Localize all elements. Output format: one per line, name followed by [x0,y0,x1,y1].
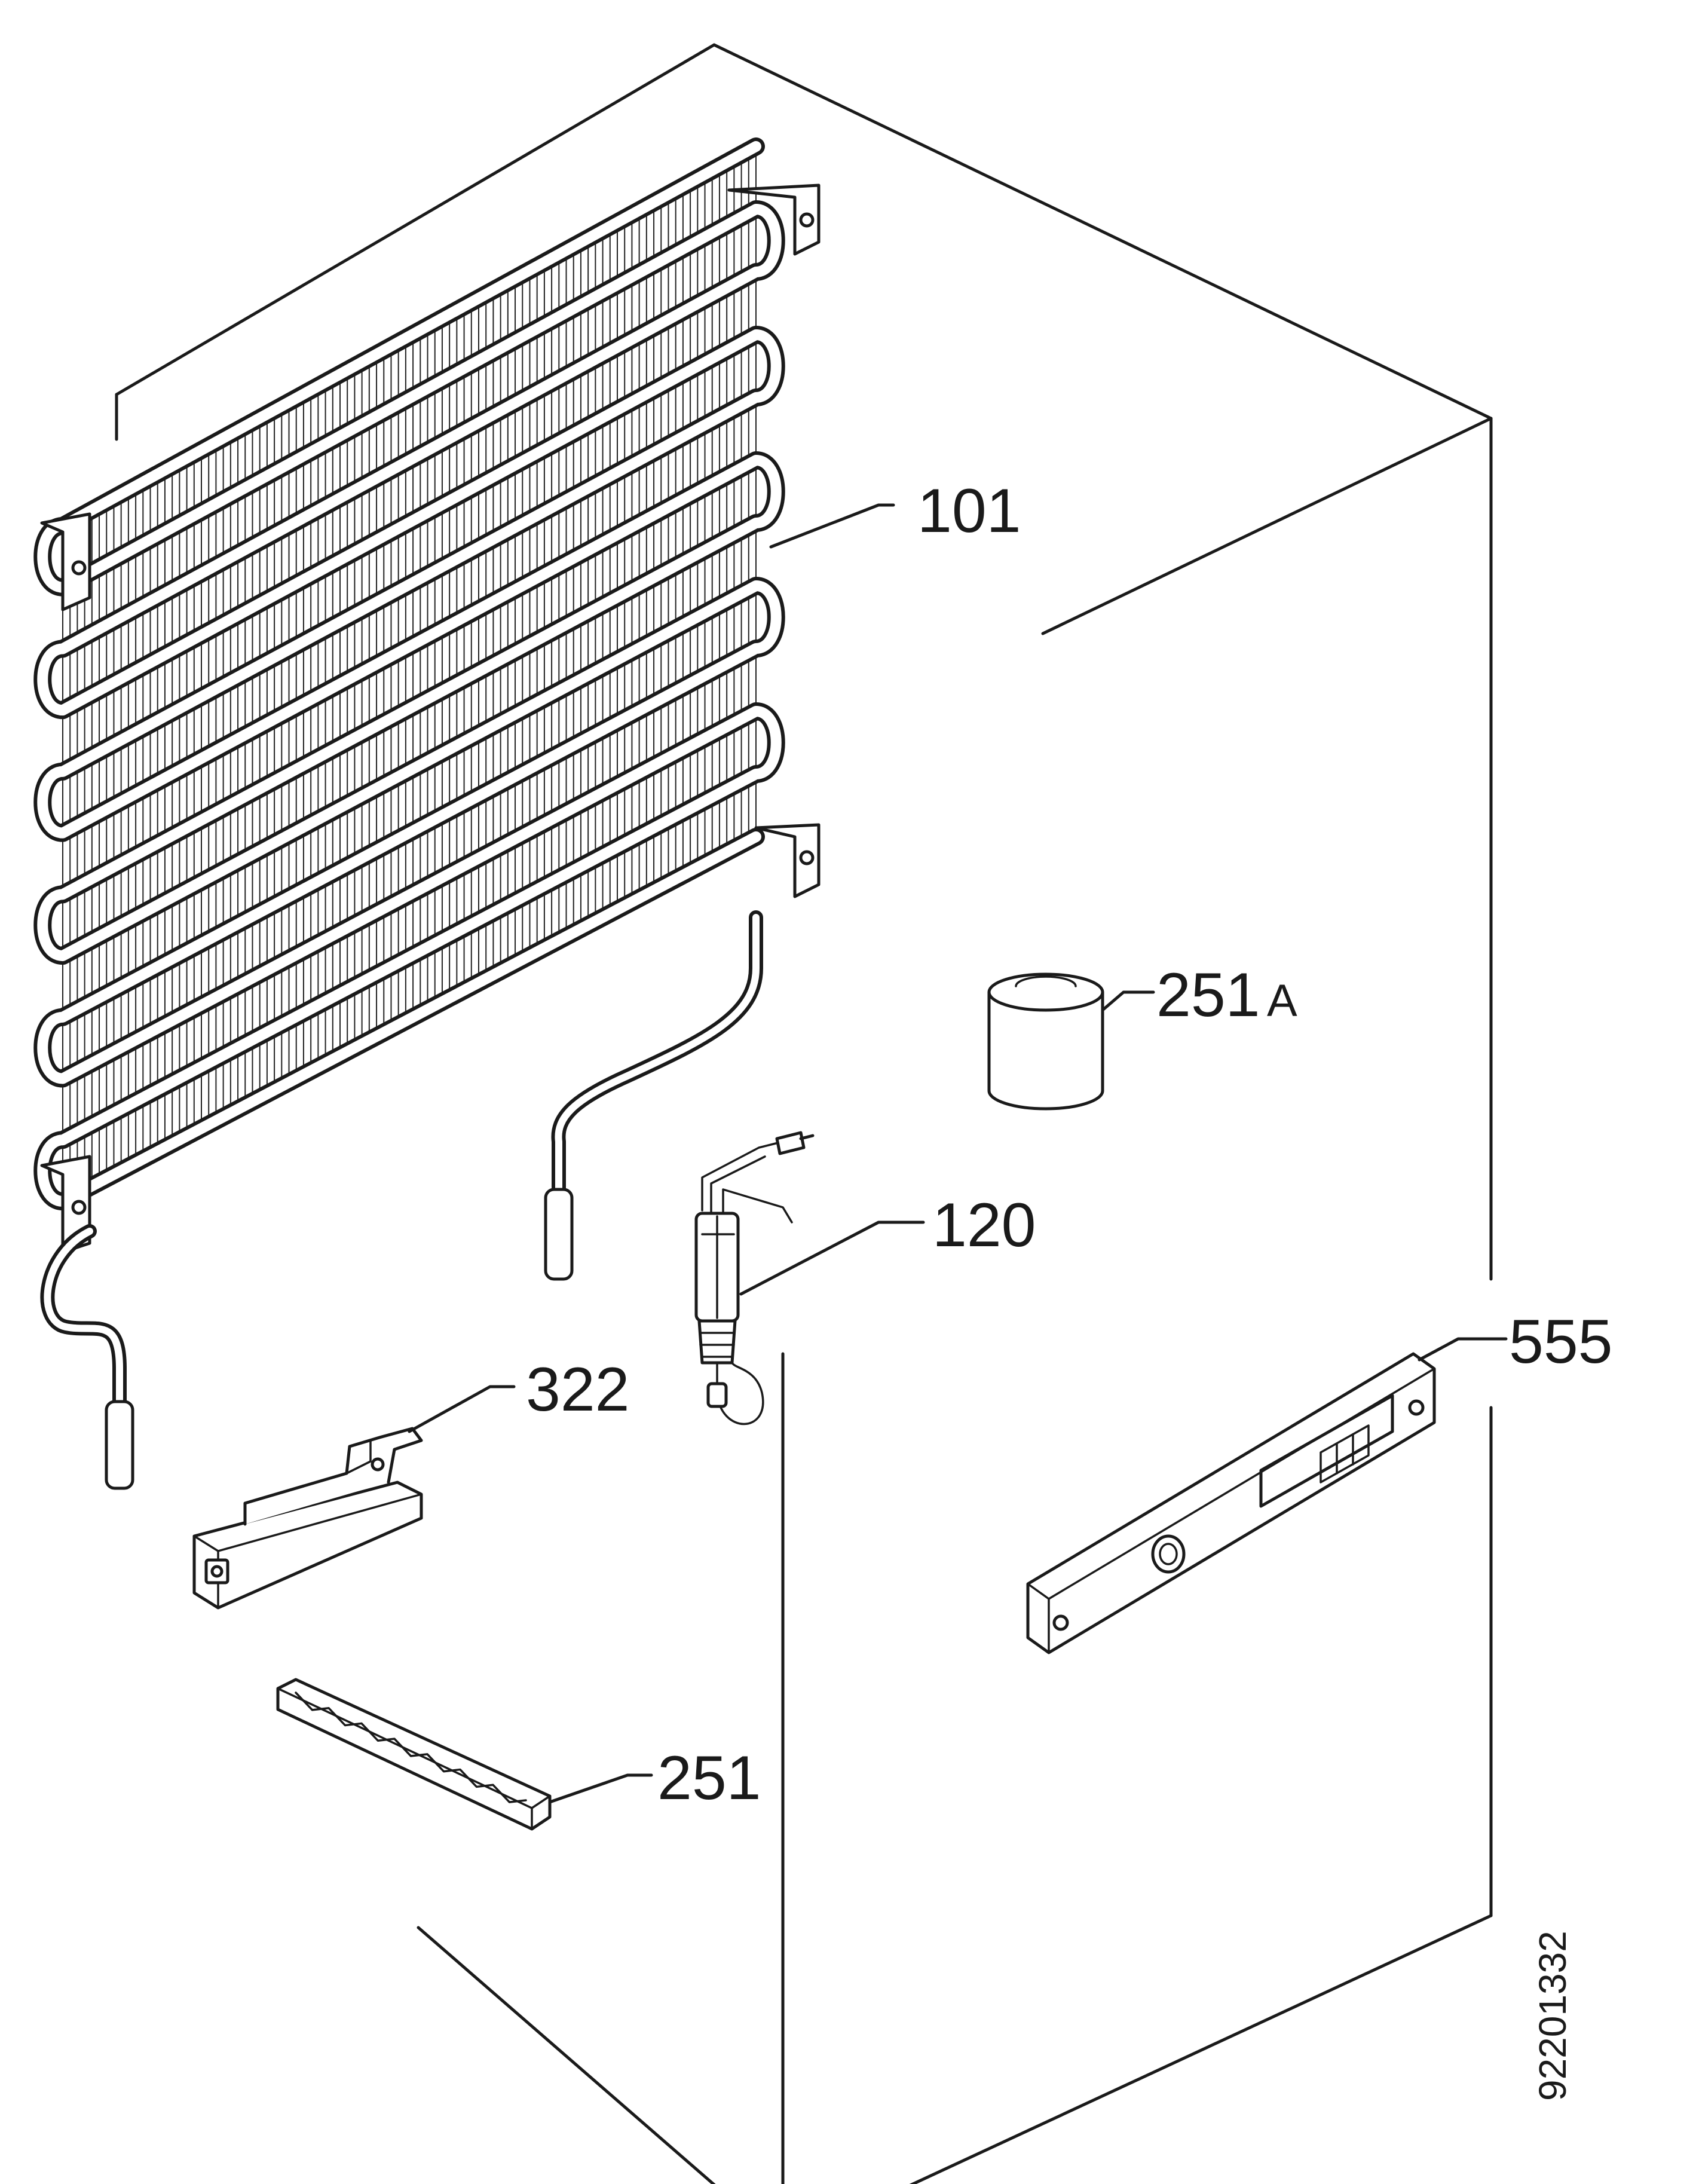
mounting-tab-mid-right [754,823,821,898]
cabinet-outline [115,43,1493,2184]
condenser-fins [62,140,757,1208]
mounting-tab-top-right [727,183,821,256]
part-label-bracket: 322 [526,1355,630,1424]
condenser-coil [33,137,821,1490]
part-label-rail: 251 [657,1743,761,1813]
part-label-panel: 555 [1509,1307,1613,1377]
mounting-tab-top-left [40,512,91,611]
document-number: 92201332 [1531,1931,1574,2101]
connector-part: 120 [694,1131,1036,1426]
rail-part: 251 [276,1678,761,1831]
part-label-connector: 120 [932,1191,1036,1260]
bracket-part: 322 [192,1355,630,1610]
callout-101: 101 [769,476,1021,549]
part-label-sleeve-suffix: A [1267,975,1297,1026]
control-panel-part: 555 [1026,1307,1613,1654]
part-label-sleeve: 251 [1156,961,1260,1030]
part-label-condenser: 101 [917,476,1021,546]
sleeve-part: 251 A [987,961,1297,1111]
